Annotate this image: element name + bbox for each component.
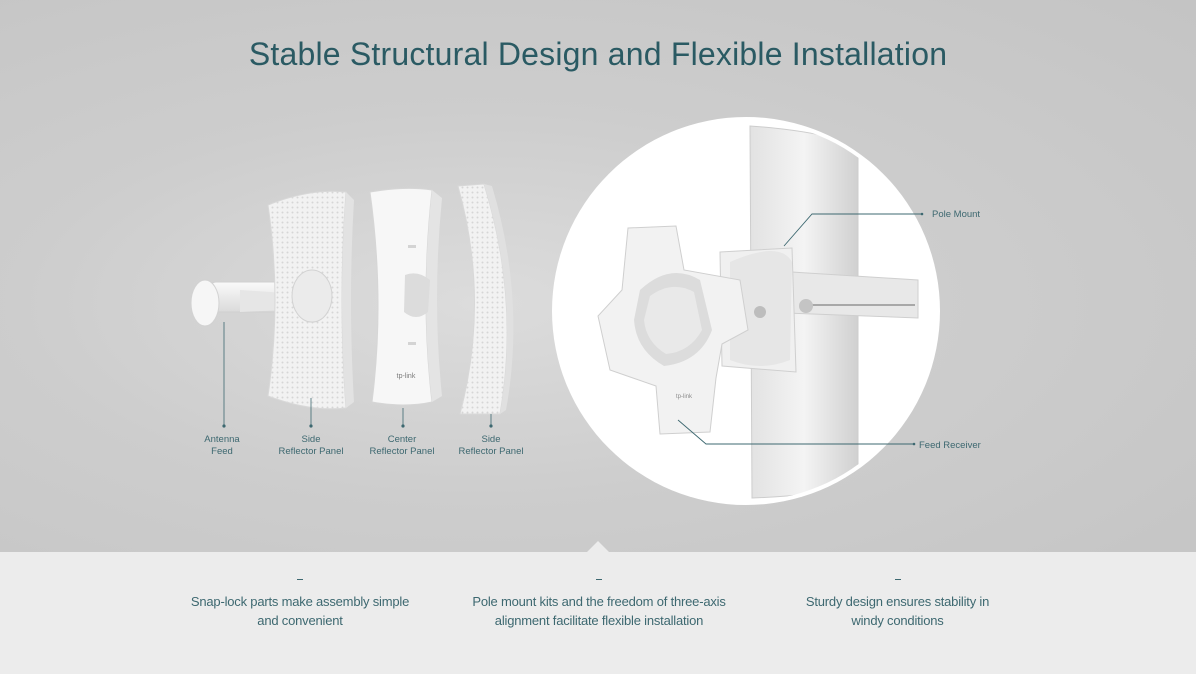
part-label-side-reflector-left: Side Reflector Panel <box>271 434 351 458</box>
side-reflector-panel-right <box>457 183 514 415</box>
feature-text: Sturdy design ensures stability in windy… <box>805 594 990 628</box>
center-reflector-panel: tp-link <box>369 187 442 406</box>
tp-link-logo: tp-link <box>397 373 416 380</box>
part-label-line: Antenna <box>204 434 240 445</box>
feature-text: Pole mount kits and the freedom of three… <box>472 594 726 628</box>
feature-divider <box>894 579 901 580</box>
tp-link-logo-mount: tp-link <box>676 394 693 400</box>
part-label-line: Side <box>301 434 321 445</box>
part-label-line: Reflector Panel <box>458 446 524 457</box>
feature-divider <box>297 579 303 580</box>
feature-snap-lock: Snap-lock parts make assembly simple and… <box>180 572 420 630</box>
section-notch <box>587 541 609 552</box>
feature-sturdy-design: Sturdy design ensures stability in windy… <box>800 572 995 630</box>
feature-divider <box>596 579 602 580</box>
part-label-antenna-feed: Antenna Feed <box>194 434 250 458</box>
feature-pole-mount: Pole mount kits and the freedom of three… <box>470 572 728 630</box>
part-label-line: Reflector Panel <box>278 446 344 457</box>
part-label-line: Reflector Panel <box>369 446 435 457</box>
feature-text: Snap-lock parts make assembly simple and… <box>190 594 410 628</box>
callout-feed-receiver: Feed Receiver <box>919 440 981 451</box>
product-illustration: tp-link tp-link <box>190 117 940 505</box>
part-label-line: Feed <box>211 446 233 457</box>
side-reflector-panel-left <box>267 190 354 410</box>
part-label-side-reflector-right: Side Reflector Panel <box>451 434 531 458</box>
callout-pole-mount: Pole Mount <box>932 209 981 220</box>
mount-detail-view: tp-link <box>552 117 940 505</box>
features-band: Snap-lock parts make assembly simple and… <box>0 552 1196 674</box>
page-title: Stable Structural Design and Flexible In… <box>248 36 948 72</box>
part-label-line: Center <box>387 434 417 445</box>
part-label-center-reflector: Center Reflector Panel <box>362 434 442 458</box>
part-label-line: Side <box>481 434 501 445</box>
part-leaders <box>222 322 493 428</box>
